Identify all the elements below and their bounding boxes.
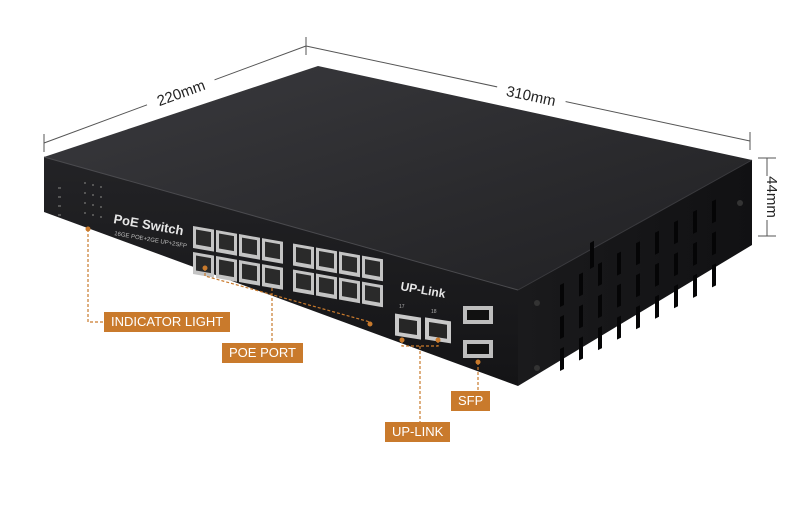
indicator-light-label: INDICATOR LIGHT <box>104 312 231 332</box>
vent-slot <box>655 230 659 255</box>
poe-port-socket <box>219 259 234 278</box>
poe-port-socket <box>296 247 311 265</box>
poe-port-label: POE PORT <box>222 343 303 363</box>
vent-slot <box>617 315 621 340</box>
vent-slot <box>579 272 583 297</box>
poe-port-socket <box>265 267 280 286</box>
uplink-label: UP-LINK <box>385 422 451 442</box>
screw <box>534 365 540 371</box>
poe-port-socket <box>319 277 334 295</box>
poe-port-socket <box>296 273 311 291</box>
vent-slot <box>712 231 716 256</box>
sfp-slots <box>463 306 493 358</box>
screw <box>534 300 540 306</box>
poe-port-socket <box>242 237 257 256</box>
vent-slot <box>674 284 678 309</box>
poe-port-socket <box>365 285 380 303</box>
poe-port-socket <box>196 255 211 274</box>
uplink-port-17-label: 17 <box>399 304 405 310</box>
vent-slot <box>674 252 678 277</box>
poe-port-socket <box>365 259 380 277</box>
vent-slot <box>560 347 564 371</box>
uplink-port-block <box>395 313 451 344</box>
sfp-label: SFP <box>451 391 491 411</box>
vent-slot <box>560 283 564 307</box>
poe-port-socket <box>196 229 211 248</box>
vent-slot <box>617 251 621 276</box>
vent-slots <box>560 199 716 371</box>
poe-port-socket <box>342 255 357 273</box>
poe-port-socket <box>219 233 234 252</box>
height-dimension: 44mm <box>763 176 780 218</box>
vent-slot <box>693 273 697 298</box>
vent-slot <box>693 241 697 266</box>
vent-slot <box>655 262 659 287</box>
poe-port-socket <box>342 281 357 299</box>
side-vents <box>590 240 594 269</box>
vent-slot <box>636 305 640 330</box>
vent-slot <box>579 304 583 329</box>
vent-slot <box>693 209 697 234</box>
callout-dots <box>85 226 481 365</box>
vent-slot <box>598 262 602 287</box>
vent-slot <box>560 315 564 339</box>
vent-slot <box>712 199 716 224</box>
indicator-leds <box>58 182 102 218</box>
poe-port-socket <box>319 251 334 269</box>
vent-slot <box>674 220 678 245</box>
vent-slot <box>636 241 640 266</box>
uplink-port-18-label: 18 <box>431 309 437 315</box>
vent-slot <box>636 273 640 298</box>
vent-slot <box>712 263 716 288</box>
vent-slot <box>655 294 659 319</box>
vent-slot <box>598 294 602 319</box>
vent-slot <box>579 336 583 361</box>
screw <box>737 200 743 206</box>
poe-port-socket <box>242 263 257 282</box>
vent-slot <box>598 326 602 351</box>
poe-port-socket <box>265 241 280 260</box>
poe-port-block <box>193 226 383 308</box>
top-panel <box>44 66 752 290</box>
vent-slot <box>617 283 621 308</box>
